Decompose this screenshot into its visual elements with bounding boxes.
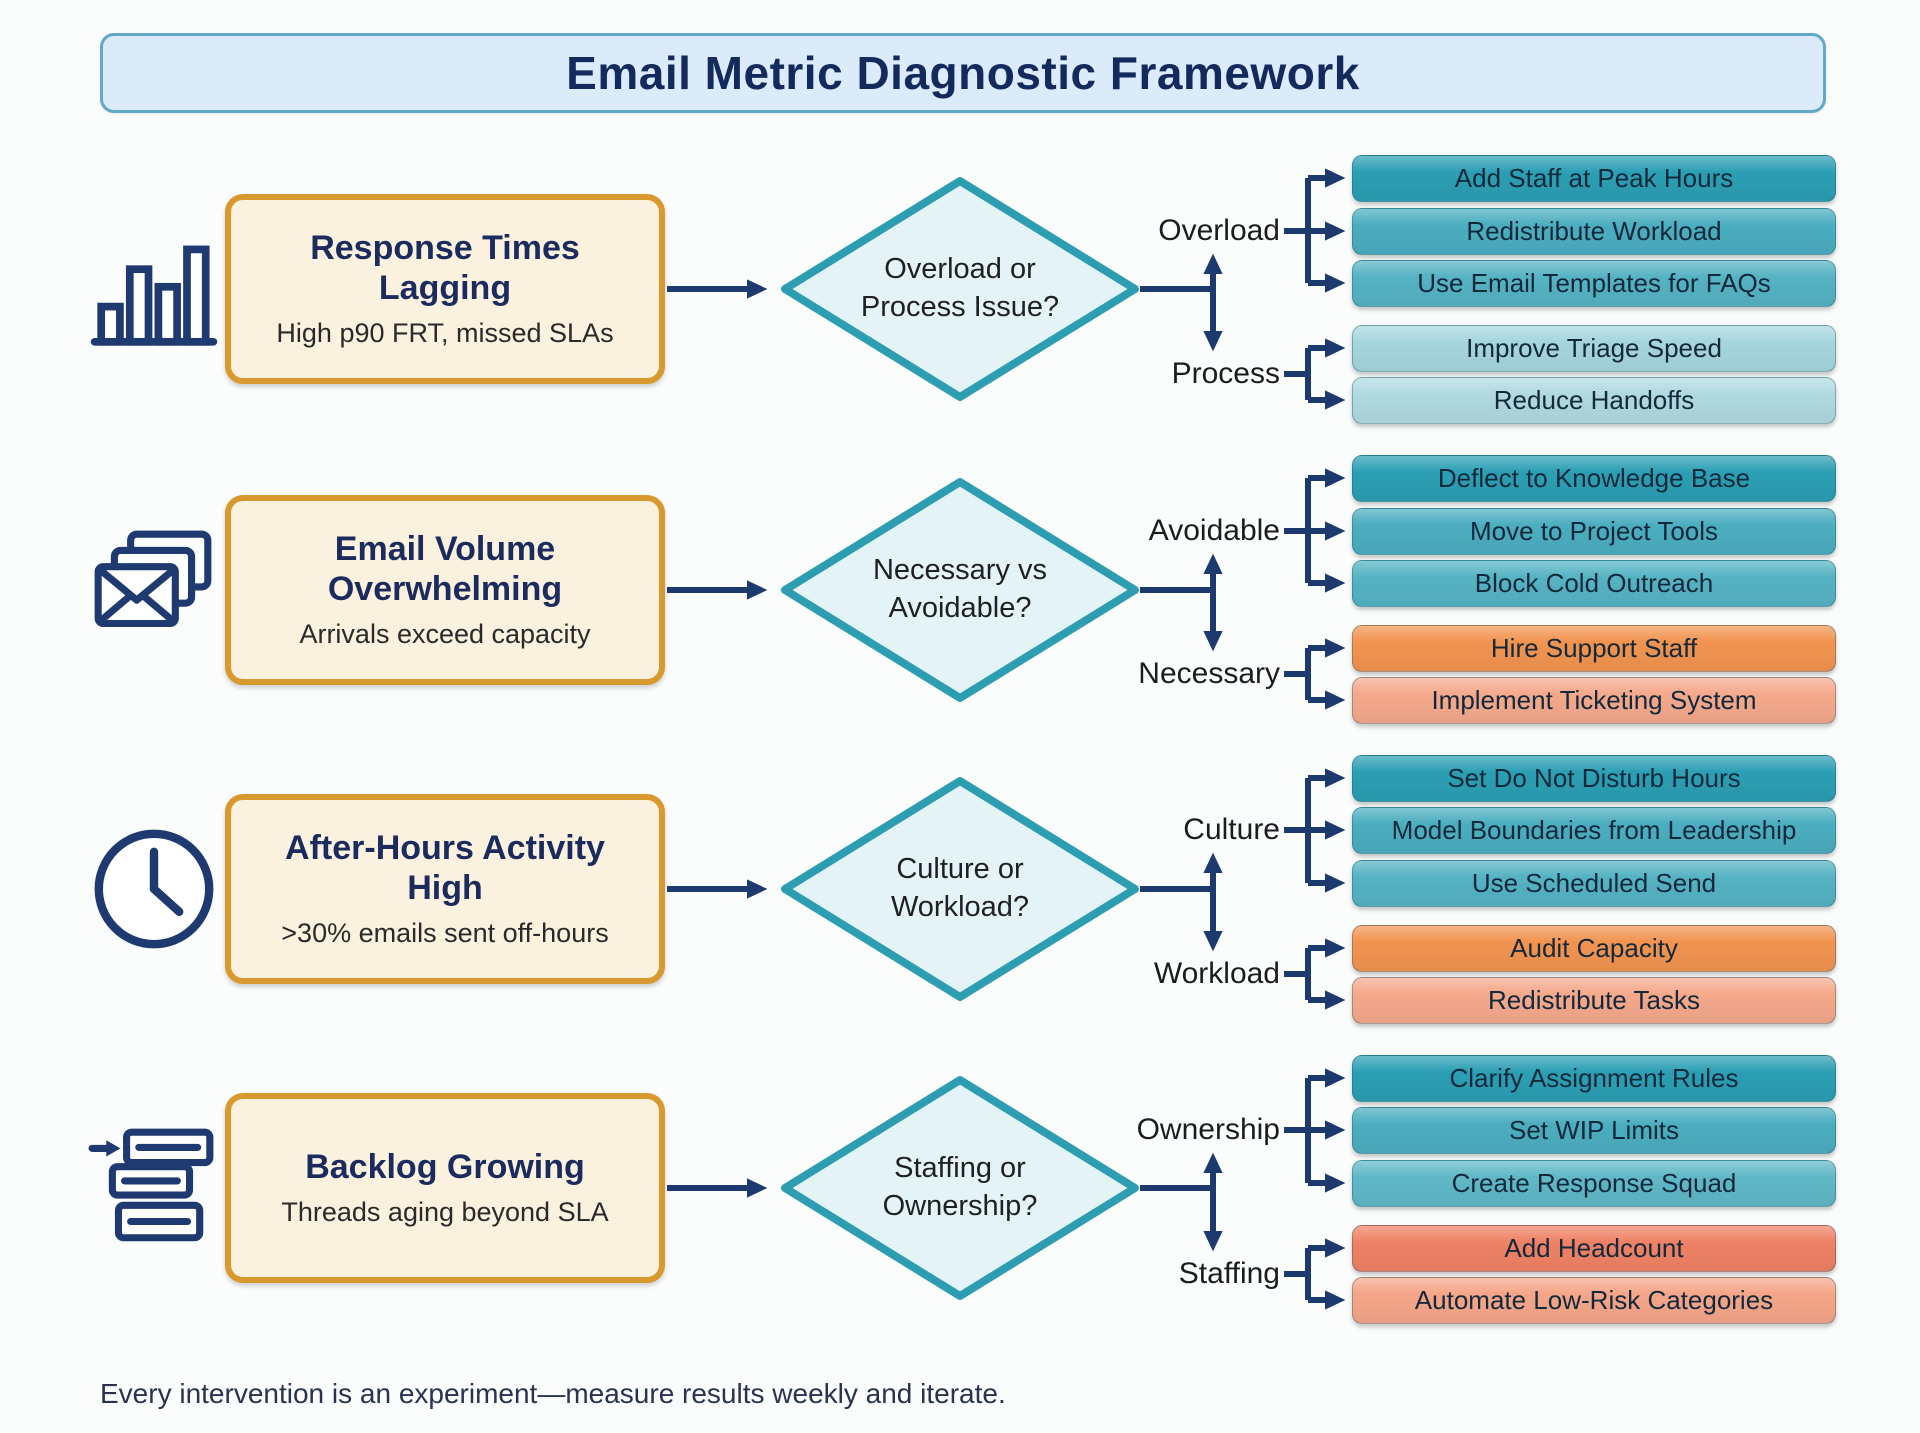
problem-subtitle: High p90 FRT, missed SLAs xyxy=(276,317,614,348)
envelopes-icon xyxy=(94,530,212,628)
problem-subtitle: >30% emails sent off-hours xyxy=(281,917,609,948)
action-box: Audit Capacity xyxy=(1352,925,1836,972)
problem-title: Email Volume Overwhelming xyxy=(327,530,563,608)
decision-diamond: Overload or Process Issue? xyxy=(780,176,1140,402)
decision-text: Necessary vs Avoidable? xyxy=(872,554,1048,624)
action-box: Improve Triage Speed xyxy=(1352,325,1836,372)
branch-label: Workload xyxy=(1153,957,1280,990)
row-icon xyxy=(88,823,220,955)
action-box: Hire Support Staff xyxy=(1352,625,1836,672)
diamond-shape xyxy=(781,777,1139,1001)
action-box: Move to Project Tools xyxy=(1352,508,1836,555)
action-box: Use Scheduled Send xyxy=(1352,860,1836,907)
row-icon xyxy=(88,223,220,355)
backlog-icon xyxy=(88,1128,214,1242)
action-box: Create Response Squad xyxy=(1352,1160,1836,1207)
action-box: Block Cold Outreach xyxy=(1352,560,1836,607)
decision-text: Staffing or Ownership? xyxy=(882,1152,1038,1222)
problem-box: Response Times Lagging High p90 FRT, mis… xyxy=(225,194,665,384)
problem-title: After-Hours Activity High xyxy=(285,829,605,907)
action-box: Add Headcount xyxy=(1352,1225,1836,1272)
action-box: Clarify Assignment Rules xyxy=(1352,1055,1836,1102)
action-box: Redistribute Workload xyxy=(1352,208,1836,255)
action-box: Redistribute Tasks xyxy=(1352,977,1836,1024)
decision-diamond: Culture or Workload? xyxy=(780,776,1140,1002)
action-box: Add Staff at Peak Hours xyxy=(1352,155,1836,202)
branch-label: Ownership xyxy=(1136,1113,1280,1146)
problem-box: Backlog Growing Threads aging beyond SLA xyxy=(225,1093,665,1283)
decision-diamond: Staffing or Ownership? xyxy=(780,1075,1140,1301)
action-box: Use Email Templates for FAQs xyxy=(1352,260,1836,307)
action-box: Set WIP Limits xyxy=(1352,1107,1836,1154)
diamond-shape xyxy=(781,177,1139,401)
branch-label: Process xyxy=(1171,357,1280,390)
action-box: Deflect to Knowledge Base xyxy=(1352,455,1836,502)
branch-label: Culture xyxy=(1183,813,1280,846)
decision-diamond: Necessary vs Avoidable? xyxy=(780,477,1140,703)
action-box: Set Do Not Disturb Hours xyxy=(1352,755,1836,802)
action-box: Model Boundaries from Leadership xyxy=(1352,807,1836,854)
problem-box: Email Volume Overwhelming Arrivals excee… xyxy=(225,495,665,685)
bar-chart-icon xyxy=(90,245,218,346)
branch-label: Overload xyxy=(1158,214,1280,247)
action-box: Reduce Handoffs xyxy=(1352,377,1836,424)
problem-subtitle: Arrivals exceed capacity xyxy=(299,618,591,649)
clock-icon xyxy=(94,829,214,949)
problem-title: Backlog Growing xyxy=(305,1147,585,1186)
action-box: Automate Low-Risk Categories xyxy=(1352,1277,1836,1324)
footer-note: Every intervention is an experiment—meas… xyxy=(100,1378,1006,1409)
decision-text: Culture or Workload? xyxy=(890,853,1030,923)
row-icon xyxy=(88,524,220,656)
page-title: Email Metric Diagnostic Framework xyxy=(100,33,1826,113)
branch-label: Staffing xyxy=(1178,1257,1280,1290)
decision-text: Overload or Process Issue? xyxy=(860,253,1060,323)
diamond-shape xyxy=(781,478,1139,702)
diamond-shape xyxy=(781,1076,1139,1300)
action-box: Implement Ticketing System xyxy=(1352,677,1836,724)
row-icon xyxy=(88,1122,220,1254)
page-title-text: Email Metric Diagnostic Framework xyxy=(566,47,1360,99)
branch-label: Necessary xyxy=(1138,657,1280,690)
problem-title: Response Times Lagging xyxy=(310,229,580,307)
branch-label: Avoidable xyxy=(1148,514,1280,547)
problem-subtitle: Threads aging beyond SLA xyxy=(281,1197,609,1228)
problem-box: After-Hours Activity High >30% emails se… xyxy=(225,794,665,984)
